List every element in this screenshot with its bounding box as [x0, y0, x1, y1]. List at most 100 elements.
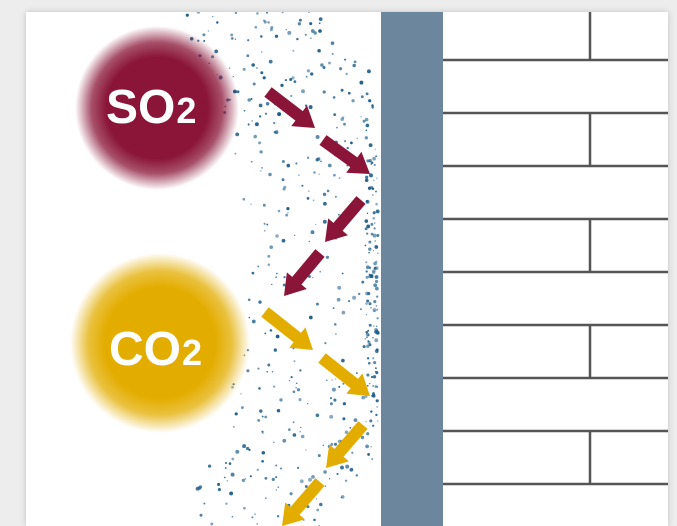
particle-dot	[265, 102, 270, 106]
particle-dot	[264, 332, 267, 335]
particle-dot	[322, 192, 327, 197]
particle-dot	[344, 140, 347, 143]
particle-dot	[286, 207, 290, 211]
particle-dot	[324, 485, 327, 487]
particle-dot	[275, 276, 278, 279]
particle-dot	[246, 54, 250, 58]
particle-dot	[281, 178, 285, 182]
particle-dot	[365, 421, 367, 423]
particle-dot	[199, 513, 203, 517]
particle-dot	[251, 120, 253, 122]
particle-dot	[310, 230, 315, 235]
particle-dot	[330, 41, 335, 45]
particle-dot	[315, 135, 320, 139]
particle-dot	[310, 72, 314, 76]
particle-dot	[250, 160, 253, 163]
particle-dot	[374, 370, 377, 373]
particle-dot	[292, 421, 295, 424]
particle-dot	[315, 413, 320, 418]
particle-dot	[243, 506, 246, 510]
particle-dot	[312, 199, 315, 202]
particle-dot	[344, 430, 349, 435]
particle-dot	[298, 18, 302, 22]
particle-dot	[376, 177, 378, 179]
particle-dot	[328, 61, 331, 65]
particle-dot	[252, 82, 256, 86]
particle-dot	[331, 387, 336, 392]
particle-dot	[260, 170, 262, 172]
particle-dot	[367, 361, 371, 365]
particle-dot	[373, 300, 377, 304]
arrow-icon	[326, 421, 368, 468]
particle-dot	[247, 298, 251, 302]
particle-dot	[374, 222, 376, 224]
particle-dot	[296, 388, 301, 392]
particle-dot	[324, 342, 327, 345]
particle-dot	[265, 497, 267, 499]
particle-dot	[347, 299, 351, 303]
particle-dot	[228, 67, 231, 69]
particle-dot	[281, 12, 284, 14]
particle-dot	[329, 414, 334, 419]
particle-dot	[353, 60, 357, 64]
particle-dot	[277, 112, 282, 117]
particle-dot	[317, 454, 321, 458]
particle-dot	[368, 99, 372, 103]
particle-dot	[375, 260, 378, 263]
particle-dot	[376, 351, 379, 353]
particle-dot	[370, 307, 372, 309]
particle-dot	[276, 408, 281, 413]
particle-dot	[207, 30, 210, 32]
particle-dot	[259, 150, 263, 154]
particle-dot	[234, 152, 237, 155]
particle-dot	[319, 270, 321, 273]
particle-dot	[293, 80, 297, 83]
particle-dot	[277, 209, 281, 213]
particle-dot	[272, 441, 275, 444]
particle-dot	[344, 479, 348, 482]
particle-dot	[369, 274, 374, 279]
particle-dot	[271, 370, 274, 373]
particle-dot	[335, 378, 337, 380]
particle-dot	[266, 370, 269, 373]
particle-dot	[318, 173, 320, 175]
particle-dot	[275, 234, 279, 238]
co2-circle	[70, 253, 250, 433]
particle-dot	[342, 382, 345, 385]
particle-dot	[230, 33, 234, 37]
particle-dot	[279, 398, 283, 402]
particle-dot	[329, 396, 333, 400]
particle-dot	[322, 444, 325, 446]
particle-dot	[335, 333, 337, 335]
particle-dot	[375, 155, 378, 158]
particle-dot	[364, 117, 369, 122]
so2-label: SO2	[106, 81, 196, 134]
particle-dot	[264, 112, 268, 116]
particle-dot	[270, 25, 274, 30]
particle-dot	[318, 17, 323, 21]
particle-dot	[230, 472, 235, 477]
particle-dot	[242, 444, 247, 449]
particle-dot	[306, 402, 309, 405]
particle-dot	[371, 458, 374, 461]
particle-dot	[305, 449, 307, 451]
particle-dot	[365, 123, 370, 128]
particle-dot	[372, 308, 377, 313]
particle-dot	[364, 136, 368, 140]
particle-dot	[338, 177, 341, 180]
particle-dot	[257, 367, 260, 370]
particle-dot	[352, 63, 356, 68]
particle-dot	[322, 90, 326, 94]
particle-dot	[329, 402, 333, 406]
particle-dot	[251, 271, 255, 275]
particle-dot	[258, 115, 262, 118]
particle-dot	[311, 475, 315, 479]
particle-dot	[242, 67, 246, 71]
particle-dot	[339, 67, 343, 71]
particle-dot	[351, 99, 355, 103]
particle-dot	[375, 413, 378, 417]
particle-dot	[301, 184, 304, 187]
particle-dot	[255, 66, 258, 70]
particle-dot	[262, 76, 266, 80]
particle-dot	[297, 466, 300, 469]
